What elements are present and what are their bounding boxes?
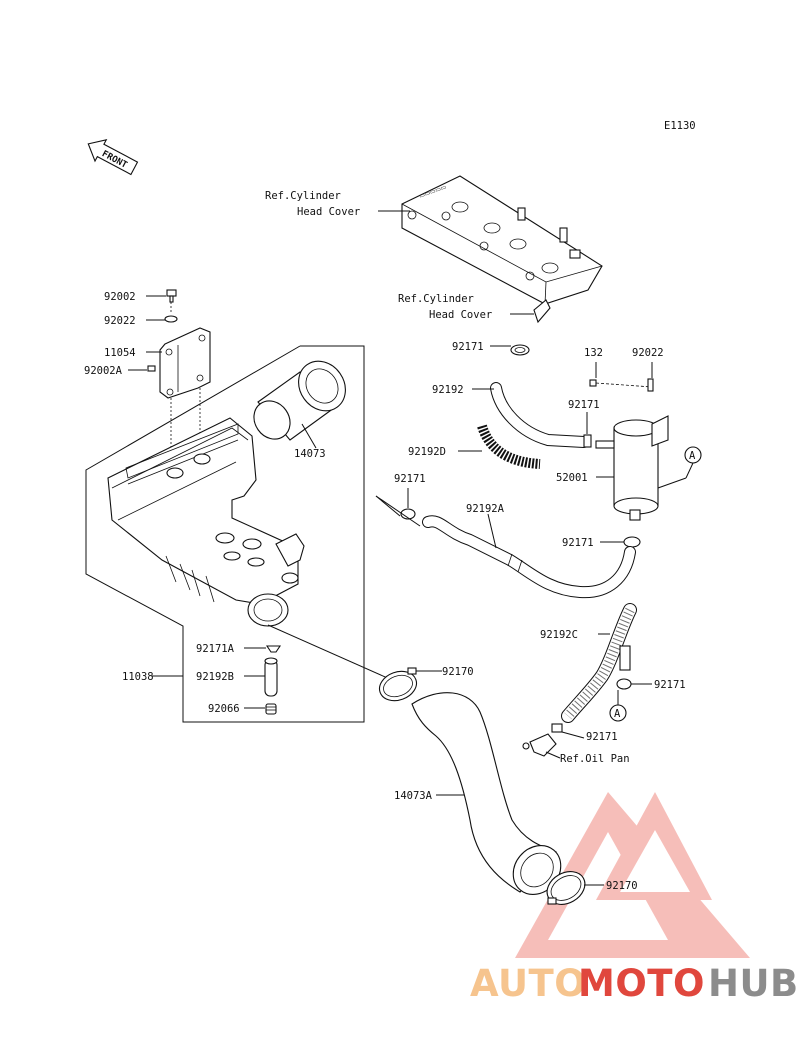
label-ref-cylinder-head-1-line2: Head Cover — [297, 206, 360, 218]
watermark-text: AUTO MOTO HUB — [470, 962, 799, 1005]
label-ref-a-bottom: A — [614, 708, 621, 720]
label-ref-oil-pan: Ref.Oil Pan — [560, 753, 630, 765]
screw-132 — [589, 378, 654, 392]
washer-92022-left — [164, 315, 178, 323]
label-92192: 92192 — [432, 384, 464, 396]
hose-92192C — [561, 603, 637, 723]
label-ref-cylinder-head-1-line1: Ref.Cylinder — [265, 190, 341, 202]
label-92171-mid: 92171 — [568, 399, 600, 411]
label-92066: 92066 — [208, 703, 240, 715]
watermark-moto: MOTO — [578, 962, 705, 1005]
cap-92066 — [265, 703, 277, 715]
hose-92192B — [264, 657, 278, 697]
bolt-92002 — [166, 289, 177, 303]
clamp-92171-right — [616, 678, 632, 690]
clamp-92170-bottom — [546, 871, 586, 905]
clamp-92171-top — [510, 344, 530, 356]
watermark-logo — [515, 792, 750, 958]
head-cover-nipple — [533, 299, 551, 324]
bolt-92002A — [147, 365, 156, 372]
label-ref-cylinder-head-2-line2: Head Cover — [429, 309, 492, 321]
label-52001: 52001 — [556, 472, 588, 484]
label-11038: 11038 — [122, 671, 154, 683]
label-92171A: 92171A — [196, 643, 235, 655]
label-92002: 92002 — [104, 291, 136, 303]
hose-92192A — [422, 515, 636, 599]
label-92002A: 92002A — [84, 365, 123, 377]
label-92192C: 92192C — [540, 629, 578, 641]
label-92192A: 92192A — [466, 503, 505, 515]
label-92171-top: 92171 — [452, 341, 484, 353]
duct-14073 — [253, 360, 346, 441]
watermark-hub: HUB — [708, 962, 799, 1005]
label-92192B: 92192B — [196, 671, 234, 683]
bracket-11054 — [159, 327, 211, 399]
front-arrow-icon: FRONT — [87, 139, 139, 176]
watermark-auto: AUTO — [470, 962, 586, 1005]
oil-separator-tank — [107, 417, 305, 627]
label-92171-tank: 92171 — [562, 537, 594, 549]
clamp-92171-mid — [583, 434, 592, 448]
assembly-outline — [85, 345, 365, 723]
clamp-92171-left — [400, 508, 416, 520]
label-ref-cylinder-head-2-line1: Ref.Cylinder — [398, 293, 474, 305]
clamp-92171-low — [551, 723, 563, 733]
label-92192D: 92192D — [408, 446, 446, 458]
label-14073A: 14073A — [394, 790, 433, 802]
clamp-92171-tank — [623, 536, 641, 548]
oil-pan-fitting — [522, 733, 557, 757]
duct-14073A — [411, 692, 562, 895]
label-92171-low: 92171 — [586, 731, 618, 743]
label-92022-left: 92022 — [104, 315, 136, 327]
label-11054: 11054 — [104, 347, 136, 359]
label-92022-right: 92022 — [632, 347, 664, 359]
label-14073: 14073 — [294, 448, 326, 460]
label-92171-right: 92171 — [654, 679, 686, 691]
clamp-92171A — [265, 645, 282, 653]
separator-52001 — [595, 415, 669, 521]
cylinder-head-cover: ▭▭▭▭▭ — [401, 175, 603, 305]
label-92171-left: 92171 — [394, 473, 426, 485]
hose-92192 — [490, 382, 590, 448]
clamp-92170-top — [378, 667, 418, 702]
label-92170-bottom: 92170 — [606, 880, 638, 892]
hose-92192D — [477, 424, 541, 469]
label-92170-top: 92170 — [442, 666, 474, 678]
label-ref-a-top: A — [689, 450, 696, 462]
diagram-code: E1130 — [664, 120, 696, 132]
label-132: 132 — [584, 347, 603, 359]
